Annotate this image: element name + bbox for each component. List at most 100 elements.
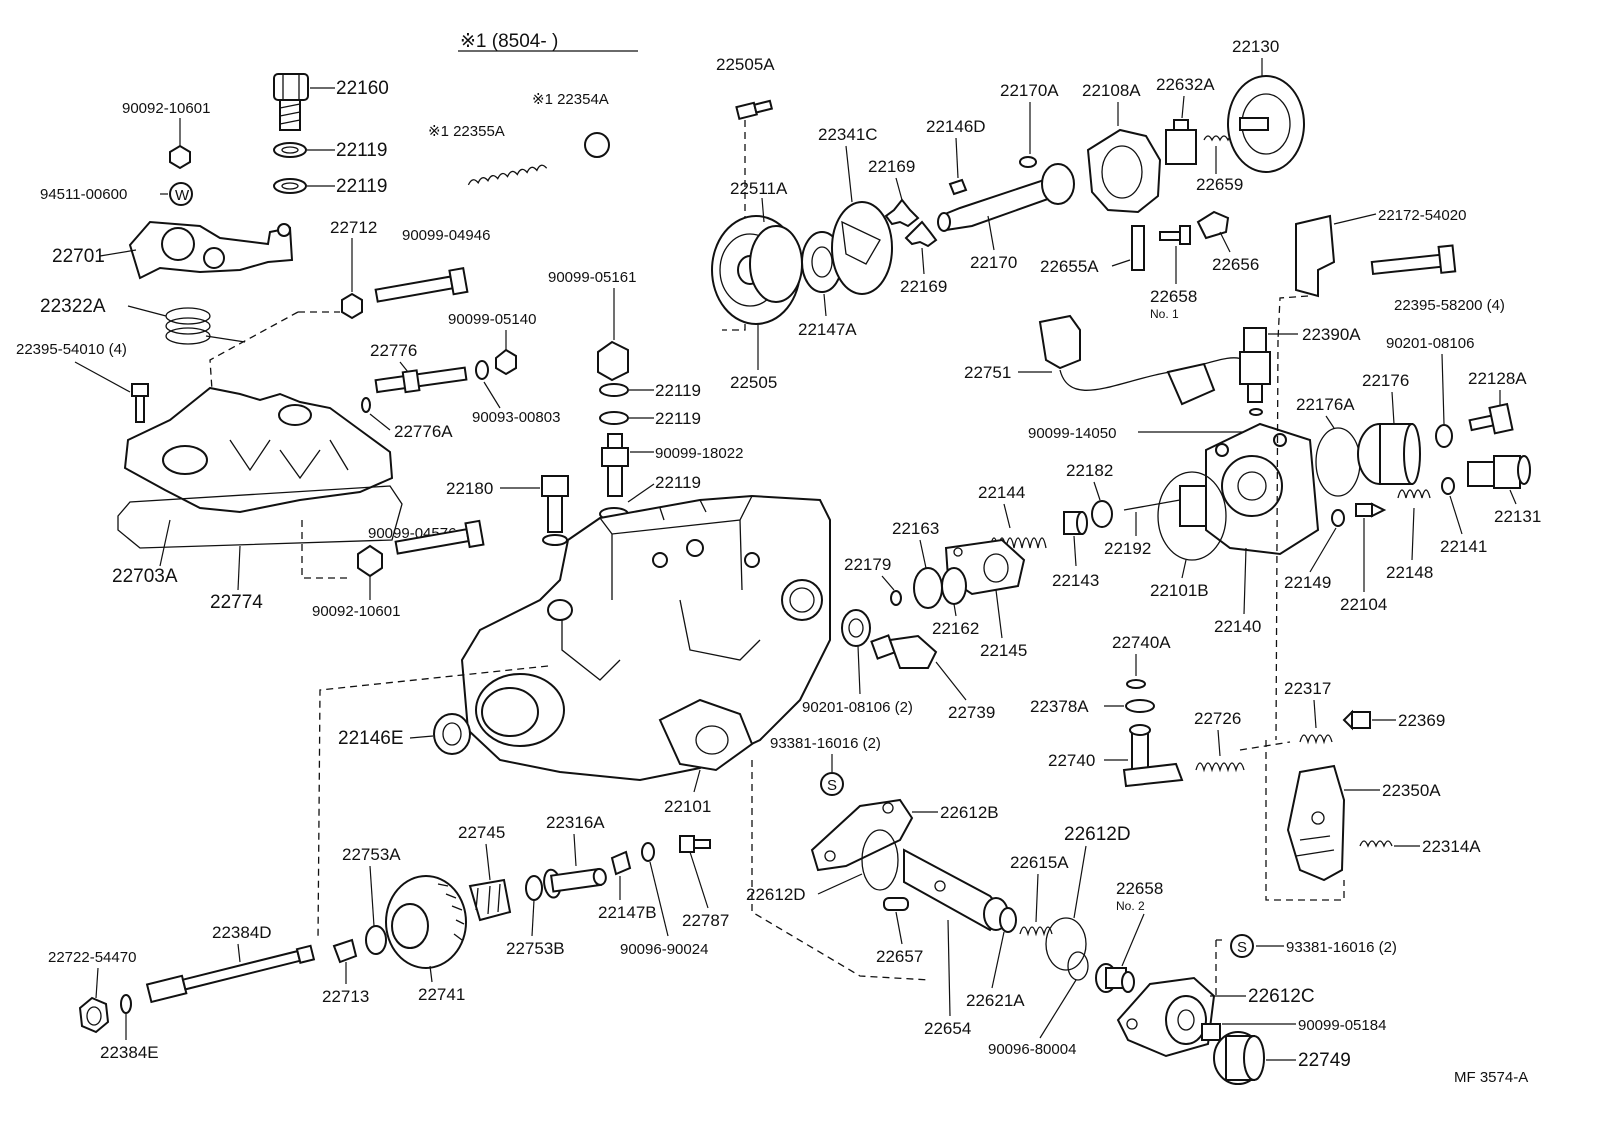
- adjusting-cover-22612C: [1116, 976, 1216, 1058]
- connector-22751: [1038, 314, 1245, 406]
- cover-22612B: [810, 798, 914, 872]
- washer-22621A: [999, 907, 1017, 933]
- label-22119-c: 22119: [655, 381, 701, 400]
- label-22787: 22787: [682, 911, 729, 930]
- cushion-22169-a: [884, 198, 920, 228]
- label-22713: 22713: [322, 987, 369, 1006]
- label-22147B: 22147B: [598, 903, 657, 922]
- label-22745: 22745: [458, 823, 505, 842]
- label-22119-b: 22119: [336, 176, 387, 197]
- label-22149: 22149: [1284, 573, 1331, 592]
- gear-22741: [385, 875, 467, 969]
- label-22119-e: 22119: [655, 473, 701, 492]
- spring-22148: [1397, 489, 1431, 499]
- label-22657: 22657: [876, 947, 923, 966]
- label-22751: 22751: [964, 363, 1011, 382]
- s-symbol-icon-b: [1230, 934, 1254, 958]
- oring-22740A: [1126, 679, 1146, 689]
- pin-22657: [883, 897, 909, 911]
- label-94511-00600: 94511-00600: [40, 186, 127, 203]
- label-22162: 22162: [932, 619, 979, 638]
- label-22739: 22739: [948, 703, 995, 722]
- washer-22378A: [1125, 699, 1155, 713]
- label-22163: 22163: [892, 519, 939, 538]
- label-22632A: 22632A: [1156, 75, 1215, 94]
- label-22740: 22740: [1048, 751, 1095, 770]
- label-22655A: 22655A: [1040, 257, 1099, 276]
- flange-22511A: [749, 225, 803, 303]
- valve-22104: [1355, 502, 1387, 518]
- label-22701: 22701: [52, 246, 105, 267]
- label-22384D: 22384D: [212, 923, 272, 942]
- plate-22713: [332, 938, 358, 964]
- label-22144: 22144: [978, 483, 1025, 502]
- cushion-22169-b: [904, 220, 938, 248]
- washer-22119-d: [599, 411, 629, 425]
- banjo-bolt-22160: [273, 73, 309, 131]
- label-22119-a: 22119: [336, 140, 387, 161]
- nut-90092-10601-b: [357, 544, 383, 578]
- label-22101B: 22101B: [1150, 581, 1209, 600]
- label-22753A: 22753A: [342, 845, 401, 864]
- screw-22369: [1342, 709, 1371, 731]
- valve-holder-22176: [1357, 423, 1421, 485]
- label-22384E: 22384E: [100, 1043, 159, 1062]
- washer-22119-b: [273, 178, 307, 194]
- gasket-22774: [117, 485, 403, 549]
- screw-90099-05184: [1201, 1023, 1221, 1041]
- nut-90099-05140: [495, 348, 517, 376]
- rod-22192: [1123, 499, 1181, 511]
- oring-22176A: [1315, 427, 1361, 497]
- w-symbol: W: [175, 187, 190, 204]
- valve-22180: [541, 475, 569, 546]
- label-90099-05184: 90099-05184: [1298, 1017, 1386, 1034]
- cap-nut-90099-05161: [597, 340, 629, 382]
- bolt-22128A: [1468, 402, 1514, 435]
- label-90093-00803: 90093-00803: [472, 409, 560, 426]
- spring-22615A: [1019, 926, 1053, 937]
- label-22101: 22101: [664, 797, 711, 816]
- label-90201-08106-2: 90201-08106 (2): [802, 699, 913, 716]
- label-22172-54020: 22172-54020: [1378, 207, 1466, 224]
- label-22169-a: 22169: [868, 157, 915, 176]
- label-22176A: 22176A: [1296, 395, 1355, 414]
- label-90099-18022: 90099-18022: [655, 445, 743, 462]
- ring-22179: [890, 590, 902, 606]
- washer-90201-08106-2: [841, 609, 871, 647]
- bolt-90099-04576: [394, 519, 485, 555]
- label-22656: 22656: [1212, 255, 1259, 274]
- label-22128A: 22128A: [1468, 369, 1527, 388]
- label-22147A: 22147A: [798, 320, 857, 339]
- delivery-valve-22131: [1467, 455, 1531, 489]
- label-22104: 22104: [1340, 595, 1387, 614]
- label-22148: 22148: [1386, 563, 1433, 582]
- distributor-head-22140: [1205, 422, 1320, 556]
- washer-22182: [1091, 500, 1113, 528]
- nut-90092-10601: [169, 144, 191, 170]
- label-90099-04946: 90099-04946: [402, 227, 490, 244]
- control-lever-22701: [128, 220, 294, 280]
- label-22354A: ※1 22354A: [532, 91, 609, 108]
- s-symbol-a: S: [827, 777, 837, 794]
- label-90099-05161: 90099-05161: [548, 269, 636, 286]
- label-22615A: 22615A: [1010, 853, 1069, 872]
- label-93381-16016-a: 93381-16016 (2): [770, 735, 881, 752]
- label-22612C: 22612C: [1248, 986, 1315, 1007]
- label-22658-2: 22658: [1116, 879, 1163, 898]
- label-90099-14050: 90099-14050: [1028, 425, 1116, 442]
- fitting-90099-18022: [601, 433, 629, 497]
- screw-22395-54010: [131, 383, 149, 423]
- cap-22749: [1213, 1031, 1265, 1085]
- label-90096-80004: 90096-80004: [988, 1041, 1076, 1058]
- washer-90201-08106: [1435, 424, 1453, 448]
- label-22170: 22170: [970, 253, 1017, 272]
- label-22703A: 22703A: [112, 566, 178, 587]
- bolt-22395-58200: [1370, 244, 1457, 276]
- label-22774: 22774: [210, 592, 263, 613]
- spring-22317: [1299, 734, 1333, 745]
- washer-22384E: [120, 994, 132, 1014]
- header-note: ※1 (8504- ): [460, 31, 558, 52]
- label-22108A: 22108A: [1082, 81, 1141, 100]
- label-90099-05140: 90099-05140: [448, 311, 536, 328]
